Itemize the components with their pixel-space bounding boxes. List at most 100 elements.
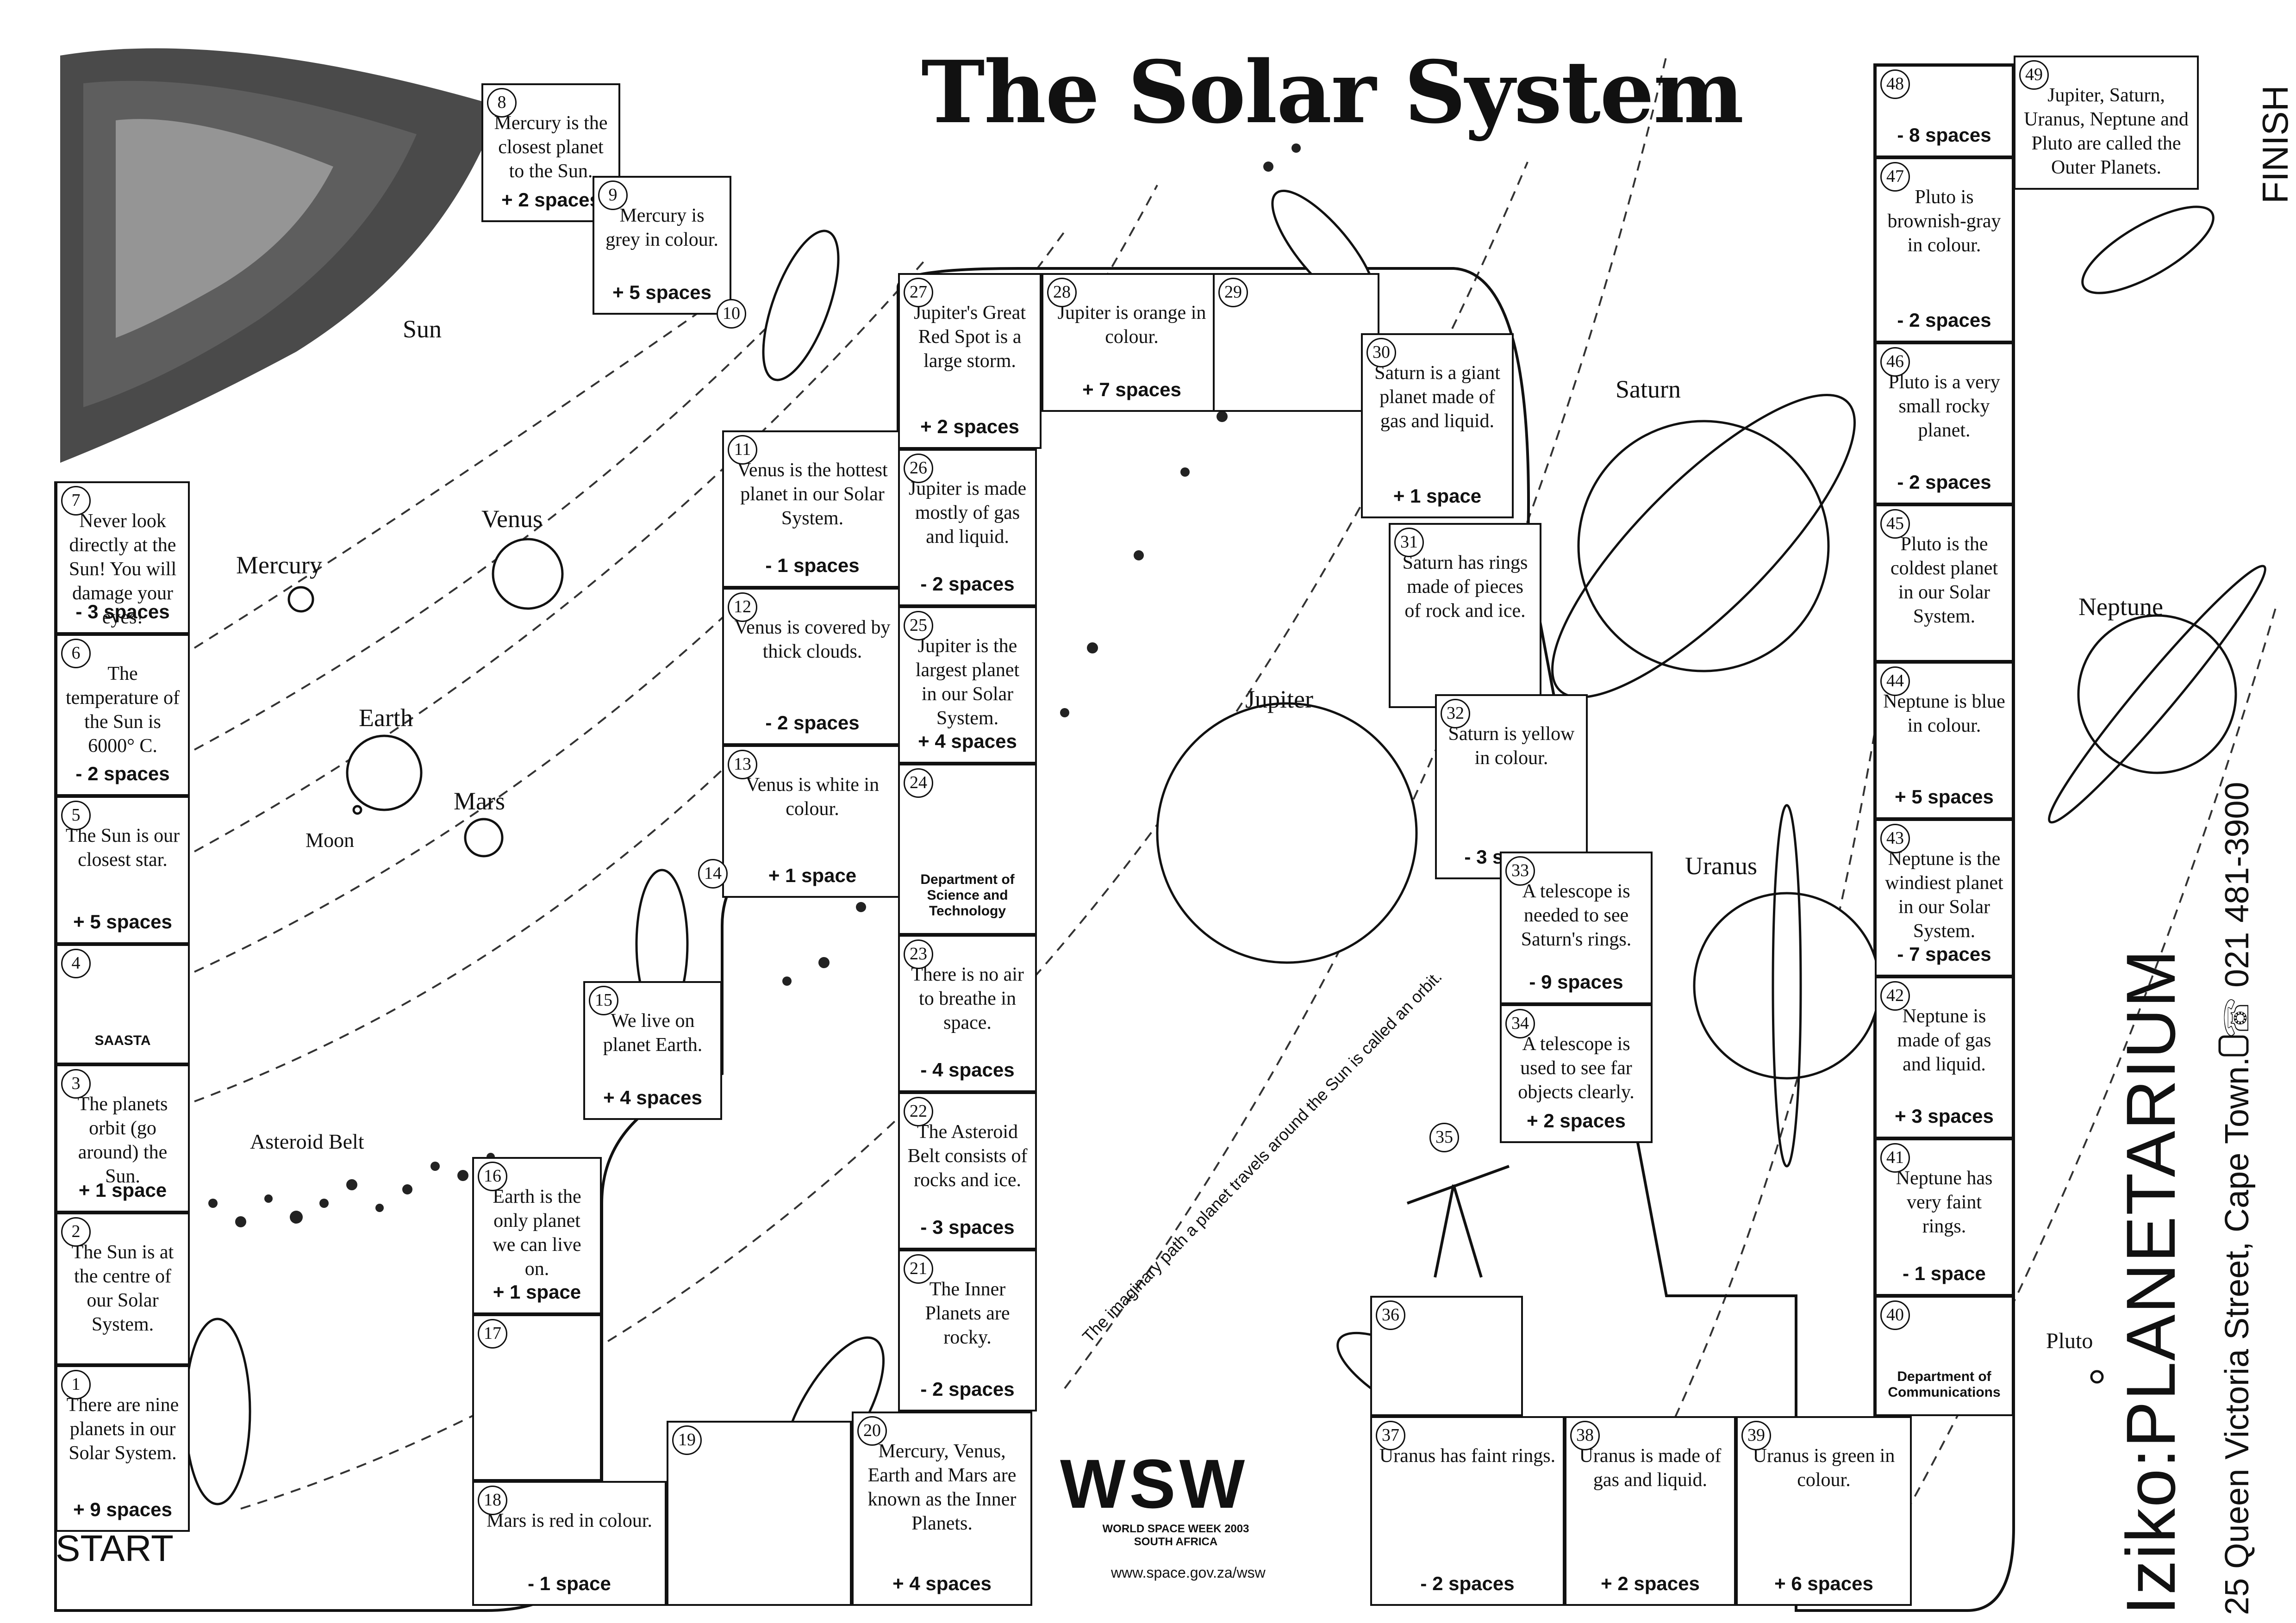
board-square-19[interactable]: 19	[667, 1421, 852, 1606]
board-square-35[interactable]: 35	[1426, 1120, 1477, 1171]
saturn-rings	[1551, 394, 1856, 698]
label-venus: Venus	[481, 505, 543, 533]
square-move: + 1 space	[493, 1281, 581, 1303]
square-fact: Jupiter's Great Red Spot is a large stor…	[914, 302, 1026, 372]
pluto-planet	[2090, 1370, 2104, 1384]
square-fact: Mercury, Venus, Earth and Mars are known…	[867, 1441, 1017, 1534]
square-number: 38	[1570, 1421, 1600, 1450]
board-square-14[interactable]: 14	[694, 856, 745, 907]
square-number: 34	[1505, 1009, 1535, 1038]
square-number: 19	[672, 1425, 702, 1455]
earth-planet	[346, 734, 423, 811]
square-fact: Uranus has faint rings.	[1379, 1445, 1556, 1467]
venue-phone: 021 481-3900	[2219, 782, 2256, 988]
board-square-29[interactable]: 29	[1213, 273, 1379, 412]
square-fact: Venus is covered by thick clouds.	[734, 617, 891, 662]
label-mercury: Mercury	[236, 551, 322, 579]
venue-address: 25 Queen Victoria Street, Cape Town. ☏ 0…	[2219, 782, 2256, 1615]
square-move: + 4 spaces	[892, 1573, 992, 1594]
square-move: - 2 spaces	[75, 763, 170, 784]
telescope-icon	[1406, 1165, 1510, 1278]
board-square-36[interactable]: 36	[1370, 1296, 1523, 1416]
square-move: - 7 spaces	[1897, 943, 1991, 965]
square-number: 35	[1429, 1123, 1459, 1152]
square-move: - 8 spaces	[1897, 124, 1991, 146]
square-fact: The planets orbit (go around) the Sun.	[77, 1094, 168, 1187]
square-number: 10	[717, 299, 746, 329]
square-number: 4	[61, 949, 91, 978]
square-number: 11	[728, 435, 757, 465]
square-move: + 4 spaces	[918, 730, 1017, 752]
mercury-planet	[287, 586, 314, 613]
square-number: 42	[1880, 981, 1910, 1011]
square-move: + 2 spaces	[1601, 1573, 1700, 1594]
square-number: 40	[1880, 1300, 1910, 1330]
board-square-17[interactable]: 17	[472, 1314, 602, 1481]
square-move: + 2 spaces	[1527, 1110, 1626, 1132]
wsw-url[interactable]: www.space.gov.za/wsw	[1111, 1564, 1266, 1581]
square-number: 32	[1441, 699, 1470, 728]
board-square-48[interactable]: 48- 8 spaces	[1875, 65, 2014, 157]
square-move: + 2 spaces	[501, 189, 600, 211]
square-fact: Venus is white in colour.	[745, 774, 880, 820]
label-moon: Moon	[306, 829, 355, 852]
square-fact: There are nine planets in our Solar Syst…	[66, 1394, 179, 1464]
board-square-10[interactable]: 10	[713, 296, 764, 347]
square-fact: The Sun is at the centre of our Solar Sy…	[71, 1242, 174, 1335]
square-number: 24	[904, 768, 933, 798]
square-move: + 7 spaces	[1082, 379, 1181, 400]
square-fact: Jupiter is orange in colour.	[1057, 302, 1206, 348]
square-move: - 9 spaces	[1529, 971, 1623, 993]
square-fact: Pluto is a very small rocky planet.	[1888, 372, 2000, 441]
square-fact: Neptune has very faint rings.	[1896, 1168, 1993, 1237]
square-fact: Venus is the hottest planet in our Solar…	[737, 460, 888, 529]
square-number: 39	[1741, 1421, 1771, 1450]
label-pluto: Pluto	[2046, 1329, 2093, 1353]
square-fact: The temperature of the Sun is 6000° C.	[65, 663, 180, 757]
square-number: 36	[1376, 1300, 1405, 1330]
square-fact: Saturn is yellow in colour.	[1448, 723, 1575, 769]
jupiter-planet	[1156, 702, 1418, 964]
label-earth: Earth	[359, 704, 413, 732]
